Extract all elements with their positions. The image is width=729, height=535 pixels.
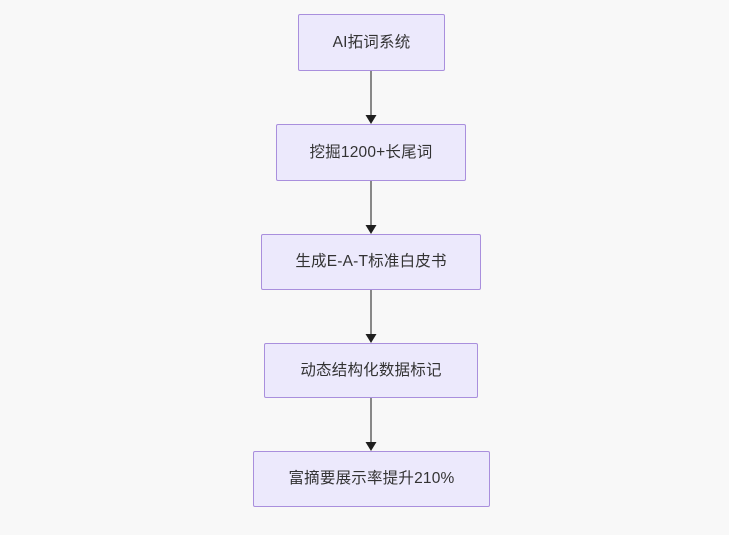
flow-node-n1[interactable]: AI拓词系统: [298, 14, 445, 71]
flow-node-n5[interactable]: 富摘要展示率提升210%: [253, 451, 490, 507]
flow-node-n2-label: 挖掘1200+长尾词: [309, 143, 433, 161]
flow-edge-n4-n5: [356, 398, 386, 451]
flow-node-n3-label: 生成E-A-T标准白皮书: [295, 253, 447, 271]
flow-node-n3[interactable]: 生成E-A-T标准白皮书: [261, 234, 481, 290]
flow-edge-n1-n2: [356, 71, 386, 124]
flow-node-n1-label: AI拓词系统: [332, 33, 411, 51]
flow-node-n5-label: 富摘要展示率提升210%: [288, 470, 455, 488]
flow-edge-n2-n3: [356, 181, 386, 234]
flow-node-n2[interactable]: 挖掘1200+长尾词: [276, 124, 466, 181]
flow-edge-n3-n4: [356, 290, 386, 343]
flow-node-n4[interactable]: 动态结构化数据标记: [264, 343, 478, 398]
flow-node-n4-label: 动态结构化数据标记: [300, 361, 442, 379]
